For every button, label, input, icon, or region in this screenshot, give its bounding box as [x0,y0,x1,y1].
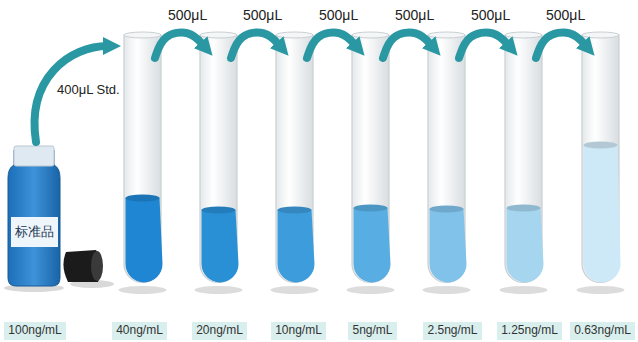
liquid-surface [507,205,541,212]
volume-label: 500μL [546,7,585,23]
bottle-body [8,150,60,286]
tube-shadow [423,286,471,294]
liquid-surface [354,205,388,212]
liquid-surface [126,195,160,202]
liquid-surface [202,207,236,214]
concentration-box: 0.63ng/mL [570,322,635,340]
concentration-box: 40ng/mL [112,322,167,340]
liquid-surface [584,142,618,149]
node-text: 0.63ng/mL [574,324,631,338]
tube-rim [276,32,313,38]
concentration-box: 5ng/mL [348,322,397,340]
test-tube [124,32,163,283]
test-tube [428,32,467,283]
bottle-cap-face [91,251,103,281]
tube-liquid [584,145,621,283]
concentration-box: 10ng/mL [271,322,326,340]
concentration-box: 1.25ng/mL [497,322,562,340]
node-text: 100ng/mL [8,324,61,338]
tube-rim [352,32,389,38]
volume-label: 500μL [243,7,282,23]
tube-shadow [500,286,548,294]
test-tube [582,32,621,283]
transfer-arrow [307,32,356,58]
tube-rim [200,32,237,38]
volume-label: 500μL [319,7,358,23]
bottle-label: 标准品 [11,217,58,247]
tube-shadow [577,286,625,294]
tube-liquid [202,210,239,283]
bottle-neck [14,146,54,166]
node-text: 20ng/mL [196,324,243,338]
node-text: 10ng/mL [275,324,322,338]
liquid-surface [278,207,312,214]
node-text: 1.25ng/mL [501,324,558,338]
node-text: 2.5ng/mL [427,324,477,338]
volume-label: 500μL [471,7,510,23]
tube-rim [505,32,542,38]
concentration-box: 100ng/mL [4,322,66,340]
tube-liquid [278,210,315,283]
tube-shadow [271,286,319,294]
transfer-arrow [155,32,204,58]
tube-shadow [347,286,395,294]
volume-label: 500μL [395,7,434,23]
concentration-box: 2.5ng/mL [423,322,482,340]
tube-liquid [507,208,544,283]
volume-label: 400μL Std. [57,83,120,98]
tube-liquid [430,209,467,283]
transfer-arrow [536,32,586,58]
tube-shadow [119,286,167,294]
test-tube [276,32,315,283]
node-text: 40ng/mL [116,324,163,338]
tube-rim [582,32,619,38]
volume-label: 500μL [168,7,207,23]
node-text: 标准品 [15,225,54,240]
tube-shadow [195,286,243,294]
tube-liquid [126,198,163,283]
test-tube [200,32,239,283]
node-text: 5ng/mL [352,324,392,338]
test-tube [352,32,391,283]
transfer-arrow [231,32,280,58]
tube-liquid [354,208,391,283]
test-tube [505,32,544,283]
liquid-surface [430,206,464,213]
tube-rim [124,32,161,38]
transfer-arrow [383,32,432,58]
transfer-arrow [459,32,509,58]
concentration-box: 20ng/mL [192,322,247,340]
standard-bottle [4,146,114,292]
tube-rim [428,32,465,38]
